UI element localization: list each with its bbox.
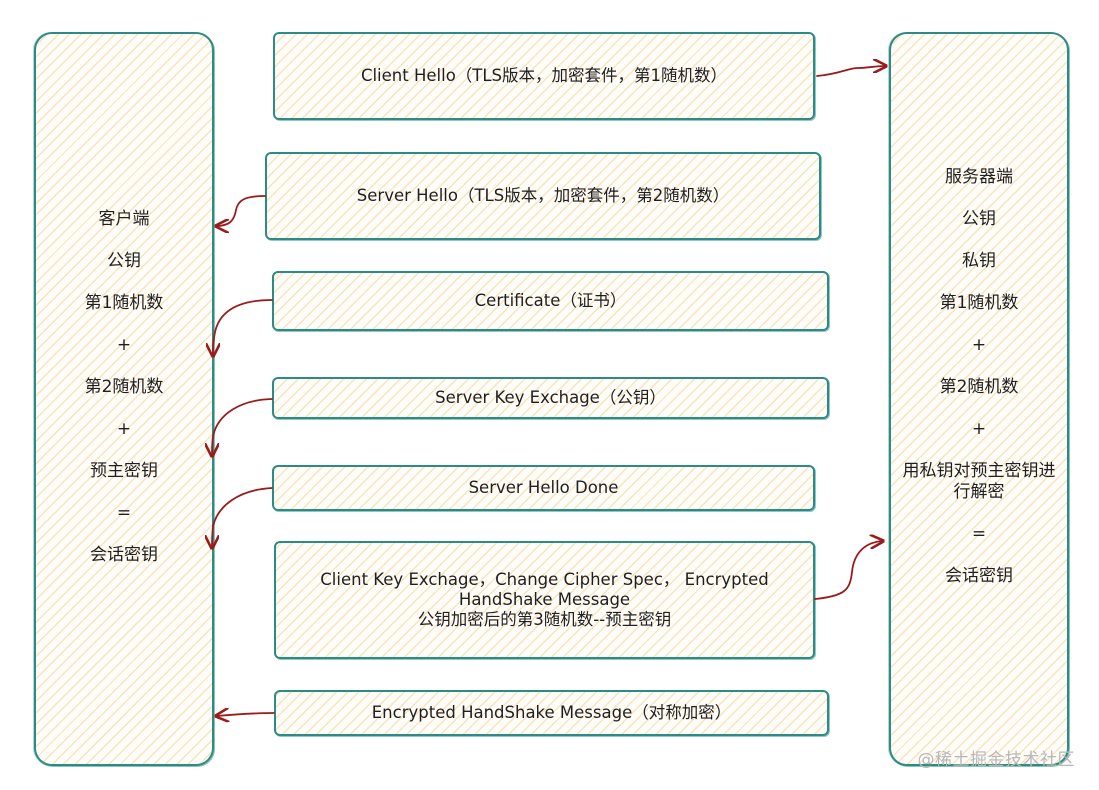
client-panel: 客户端 公钥 第1随机数 + 第2随机数 + 预主密钥 = 会话密钥 (34, 32, 214, 766)
client-title: 客户端 (98, 208, 150, 229)
message-server-hello-done: Server Hello Done (272, 465, 815, 511)
message-server-key-exchange: Server Key Exchage（公钥） (272, 377, 829, 419)
arrow-client-key-exchange (814, 541, 883, 600)
client-line-session-key: 会话密钥 (90, 544, 158, 565)
message-client-key-exchange-line-2: 公钥加密后的第3随机数--预主密钥 (417, 610, 672, 629)
server-line-plus-2: + (971, 418, 987, 439)
arrow-client-hello (816, 66, 886, 77)
client-line-premaster: 预主密钥 (90, 460, 158, 481)
client-line-plus-2: + (116, 418, 132, 439)
client-panel-lines: 客户端 公钥 第1随机数 + 第2随机数 + 预主密钥 = 会话密钥 (36, 198, 212, 576)
message-server-hello: Server Hello（TLS版本，加密套件，第2随机数） (265, 152, 821, 240)
client-line-random-1: 第1随机数 (84, 292, 164, 313)
message-certificate-text: Certificate（证书） (474, 291, 627, 310)
message-certificate: Certificate（证书） (272, 271, 829, 331)
arrow-certificate (213, 299, 273, 356)
client-line-random-2: 第2随机数 (84, 376, 164, 397)
server-title: 服务器端 (945, 166, 1013, 187)
server-panel: 服务器端 公钥 私钥 第1随机数 + 第2随机数 + 用私钥对预主密钥进行解密 … (889, 32, 1069, 766)
arrow-server-hello (216, 195, 266, 226)
arrow-server-hello-done (212, 487, 273, 548)
server-line-private-key: 私钥 (962, 250, 996, 271)
message-server-hello-done-text: Server Hello Done (468, 478, 619, 497)
server-line-decrypt: 用私钥对预主密钥进行解密 (902, 460, 1056, 502)
message-client-key-exchange-line-1: Client Key Exchage，Change Cipher Spec， E… (320, 570, 769, 609)
server-panel-lines: 服务器端 公钥 私钥 第1随机数 + 第2随机数 + 用私钥对预主密钥进行解密 … (891, 156, 1067, 597)
message-encrypted-handshake: Encrypted HandShake Message（对称加密） (274, 690, 829, 736)
message-client-hello-text: Client Hello（TLS版本，加密套件，第1随机数） (360, 66, 728, 85)
message-client-key-exchange-body: Client Key Exchage，Change Cipher Spec， E… (316, 570, 773, 630)
arrow-server-key-exchange (212, 398, 273, 456)
server-line-plus-1: + (971, 334, 987, 355)
message-encrypted-handshake-text: Encrypted HandShake Message（对称加密） (371, 703, 732, 722)
watermark: @稀土掘金技术社区 (917, 750, 1075, 770)
server-line-random-1: 第1随机数 (939, 292, 1019, 313)
server-line-equals: = (971, 523, 987, 544)
message-server-key-exchange-text: Server Key Exchage（公钥） (435, 388, 666, 407)
client-line-public-key: 公钥 (107, 250, 141, 271)
client-line-equals: = (116, 502, 132, 523)
message-client-key-exchange: Client Key Exchage，Change Cipher Spec， E… (274, 541, 815, 659)
arrow-encrypted-handshake (216, 713, 275, 716)
server-line-public-key: 公钥 (962, 208, 996, 229)
message-client-hello: Client Hello（TLS版本，加密套件，第1随机数） (273, 32, 815, 120)
server-line-random-2: 第2随机数 (939, 376, 1019, 397)
client-line-plus-1: + (116, 334, 132, 355)
message-server-hello-text: Server Hello（TLS版本，加密套件，第2随机数） (356, 186, 730, 205)
server-line-session-key: 会话密钥 (945, 565, 1013, 586)
